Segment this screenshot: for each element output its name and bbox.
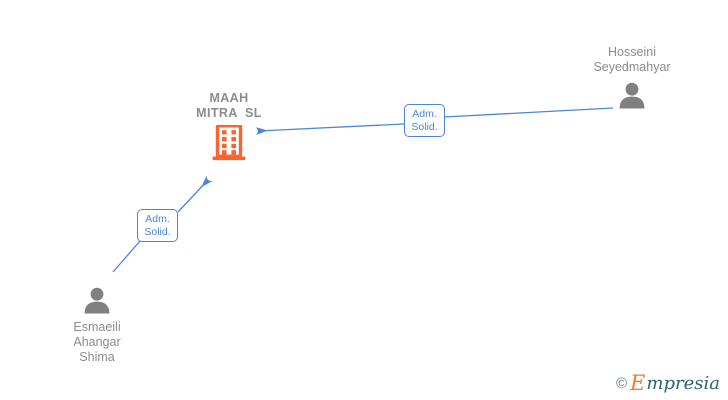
watermark-empresia: © E mpresia <box>616 373 720 394</box>
copyright-icon: © <box>616 375 628 392</box>
relation-label-hosseini[interactable]: Adm. Solid. <box>404 104 445 137</box>
edge-label-to-company-2 <box>177 175 213 213</box>
person-name-esmaeili: Esmaeili Ahangar Shima <box>73 320 121 364</box>
building-icon <box>212 124 246 161</box>
person-icon <box>84 287 110 314</box>
node-person-hosseini[interactable]: Hosseini Seyedmahyar <box>557 45 707 109</box>
edge-hosseini-to-label <box>443 107 614 118</box>
person-icon <box>619 82 645 109</box>
edge-label-to-company <box>255 123 405 135</box>
company-name-line1: MAAH <box>209 91 249 105</box>
watermark-brand-name: mpresia <box>646 372 720 394</box>
relation-label-esmaeili[interactable]: Adm. Solid. <box>137 209 178 242</box>
watermark-brand-initial: E <box>630 371 646 395</box>
node-person-esmaeili[interactable]: Esmaeili Ahangar Shima <box>22 286 172 365</box>
person-name-hosseini: Hosseini Seyedmahyar <box>593 45 671 74</box>
company-name-line2: MITRA SL <box>196 106 262 120</box>
edge-esmaeili-to-label <box>112 240 141 273</box>
node-company[interactable]: MAAH MITRA SL <box>149 91 309 166</box>
